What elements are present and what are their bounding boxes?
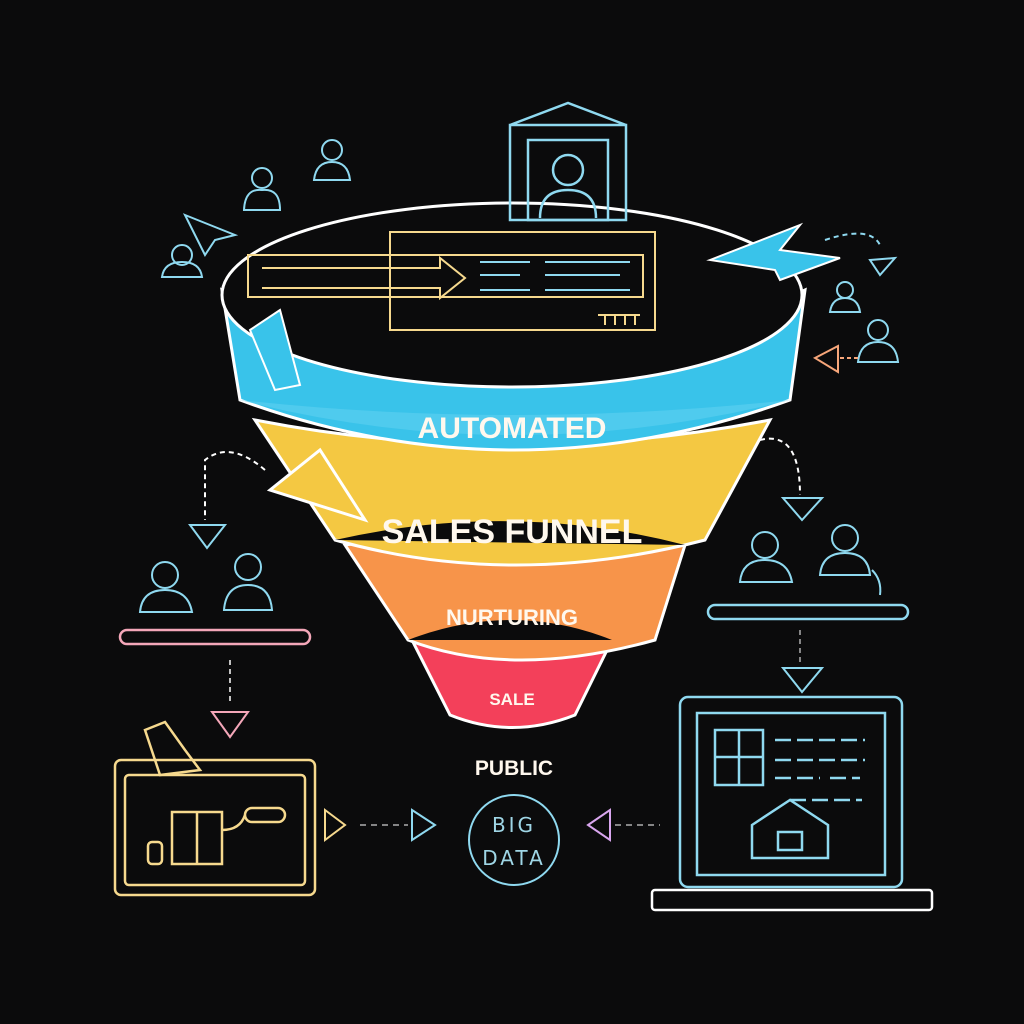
cursor-arrow-icon	[182, 213, 239, 257]
cyan-arrow-icon	[411, 808, 437, 842]
user-group-right-icon	[824, 232, 900, 363]
purple-arrow-icon	[586, 808, 611, 842]
pink-progress-bar	[118, 628, 312, 646]
yellow-arrow-icon	[324, 808, 347, 842]
big-data-line2: DATA	[482, 846, 546, 870]
funnel-stage-automated: AUTOMATED	[220, 201, 841, 452]
cyan-down-arrow-icon	[780, 667, 825, 694]
blue-arrow-left-icon	[248, 308, 302, 392]
laptop-house-icon	[650, 695, 934, 912]
user-group-top-left-icon	[160, 139, 352, 278]
user-group-left-icon	[138, 451, 274, 613]
cyan-progress-bar	[706, 603, 910, 621]
big-data-line1: BIG	[492, 813, 536, 837]
public-label: PUBLIC	[475, 757, 553, 780]
building-user-icon	[508, 101, 628, 222]
orange-arrow-icon	[812, 344, 839, 374]
big-data-badge: BIG DATA	[468, 794, 560, 886]
funnel-stage-sales-funnel: SALES FUNNEL	[251, 417, 773, 567]
stage-label-sales-funnel: SALES FUNNEL	[382, 513, 643, 551]
blue-arrow-right-icon	[706, 222, 841, 282]
pink-arrow-icon	[210, 711, 250, 739]
yellow-arrow-icon	[266, 447, 369, 523]
stage-label-nurturing: NURTURING	[446, 605, 578, 630]
dashboard-panel-icon	[247, 231, 656, 331]
user-group-lower-right-icon	[738, 437, 882, 596]
stage-label-automated: AUTOMATED	[418, 412, 607, 445]
workflow-monitor-icon	[113, 720, 317, 897]
stage-label-sale: SALE	[489, 690, 534, 709]
